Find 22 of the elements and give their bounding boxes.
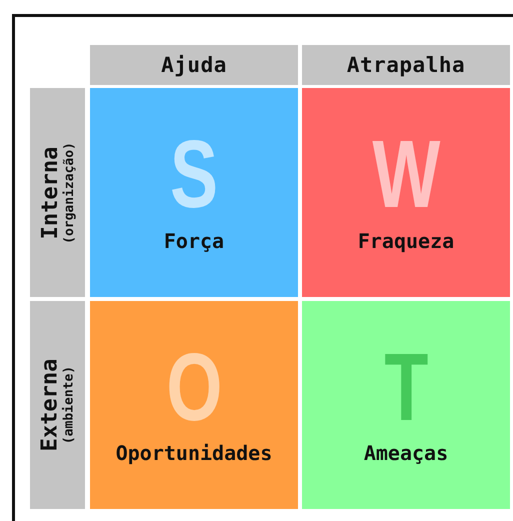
column-header [90,45,298,85]
row-subtitle: (ambiente) [62,366,76,444]
quadrant-cell [302,301,510,509]
quadrant-label: Força [164,228,224,253]
row-title: Interna [40,146,62,239]
watermark-letter: T [384,344,428,432]
row-title: Externa [40,358,62,452]
row-header [30,301,85,509]
watermark-letter: O [166,344,222,432]
quadrant-label: Oportunidades [116,441,272,466]
quadrant-cell [90,88,298,297]
header-text: Atrapalha [346,53,466,77]
watermark-letter: W [372,132,440,219]
watermark-letter: S [170,132,218,219]
quadrant-cell [90,301,298,509]
quadrant-label: Ameaças [364,441,448,466]
column-header [302,45,510,85]
header-text: Ajuda [161,53,227,77]
row-header [30,88,85,297]
row-subtitle: (organização) [62,142,76,244]
quadrant-label: Fraqueza [358,228,454,253]
quadrant-cell [302,88,510,297]
